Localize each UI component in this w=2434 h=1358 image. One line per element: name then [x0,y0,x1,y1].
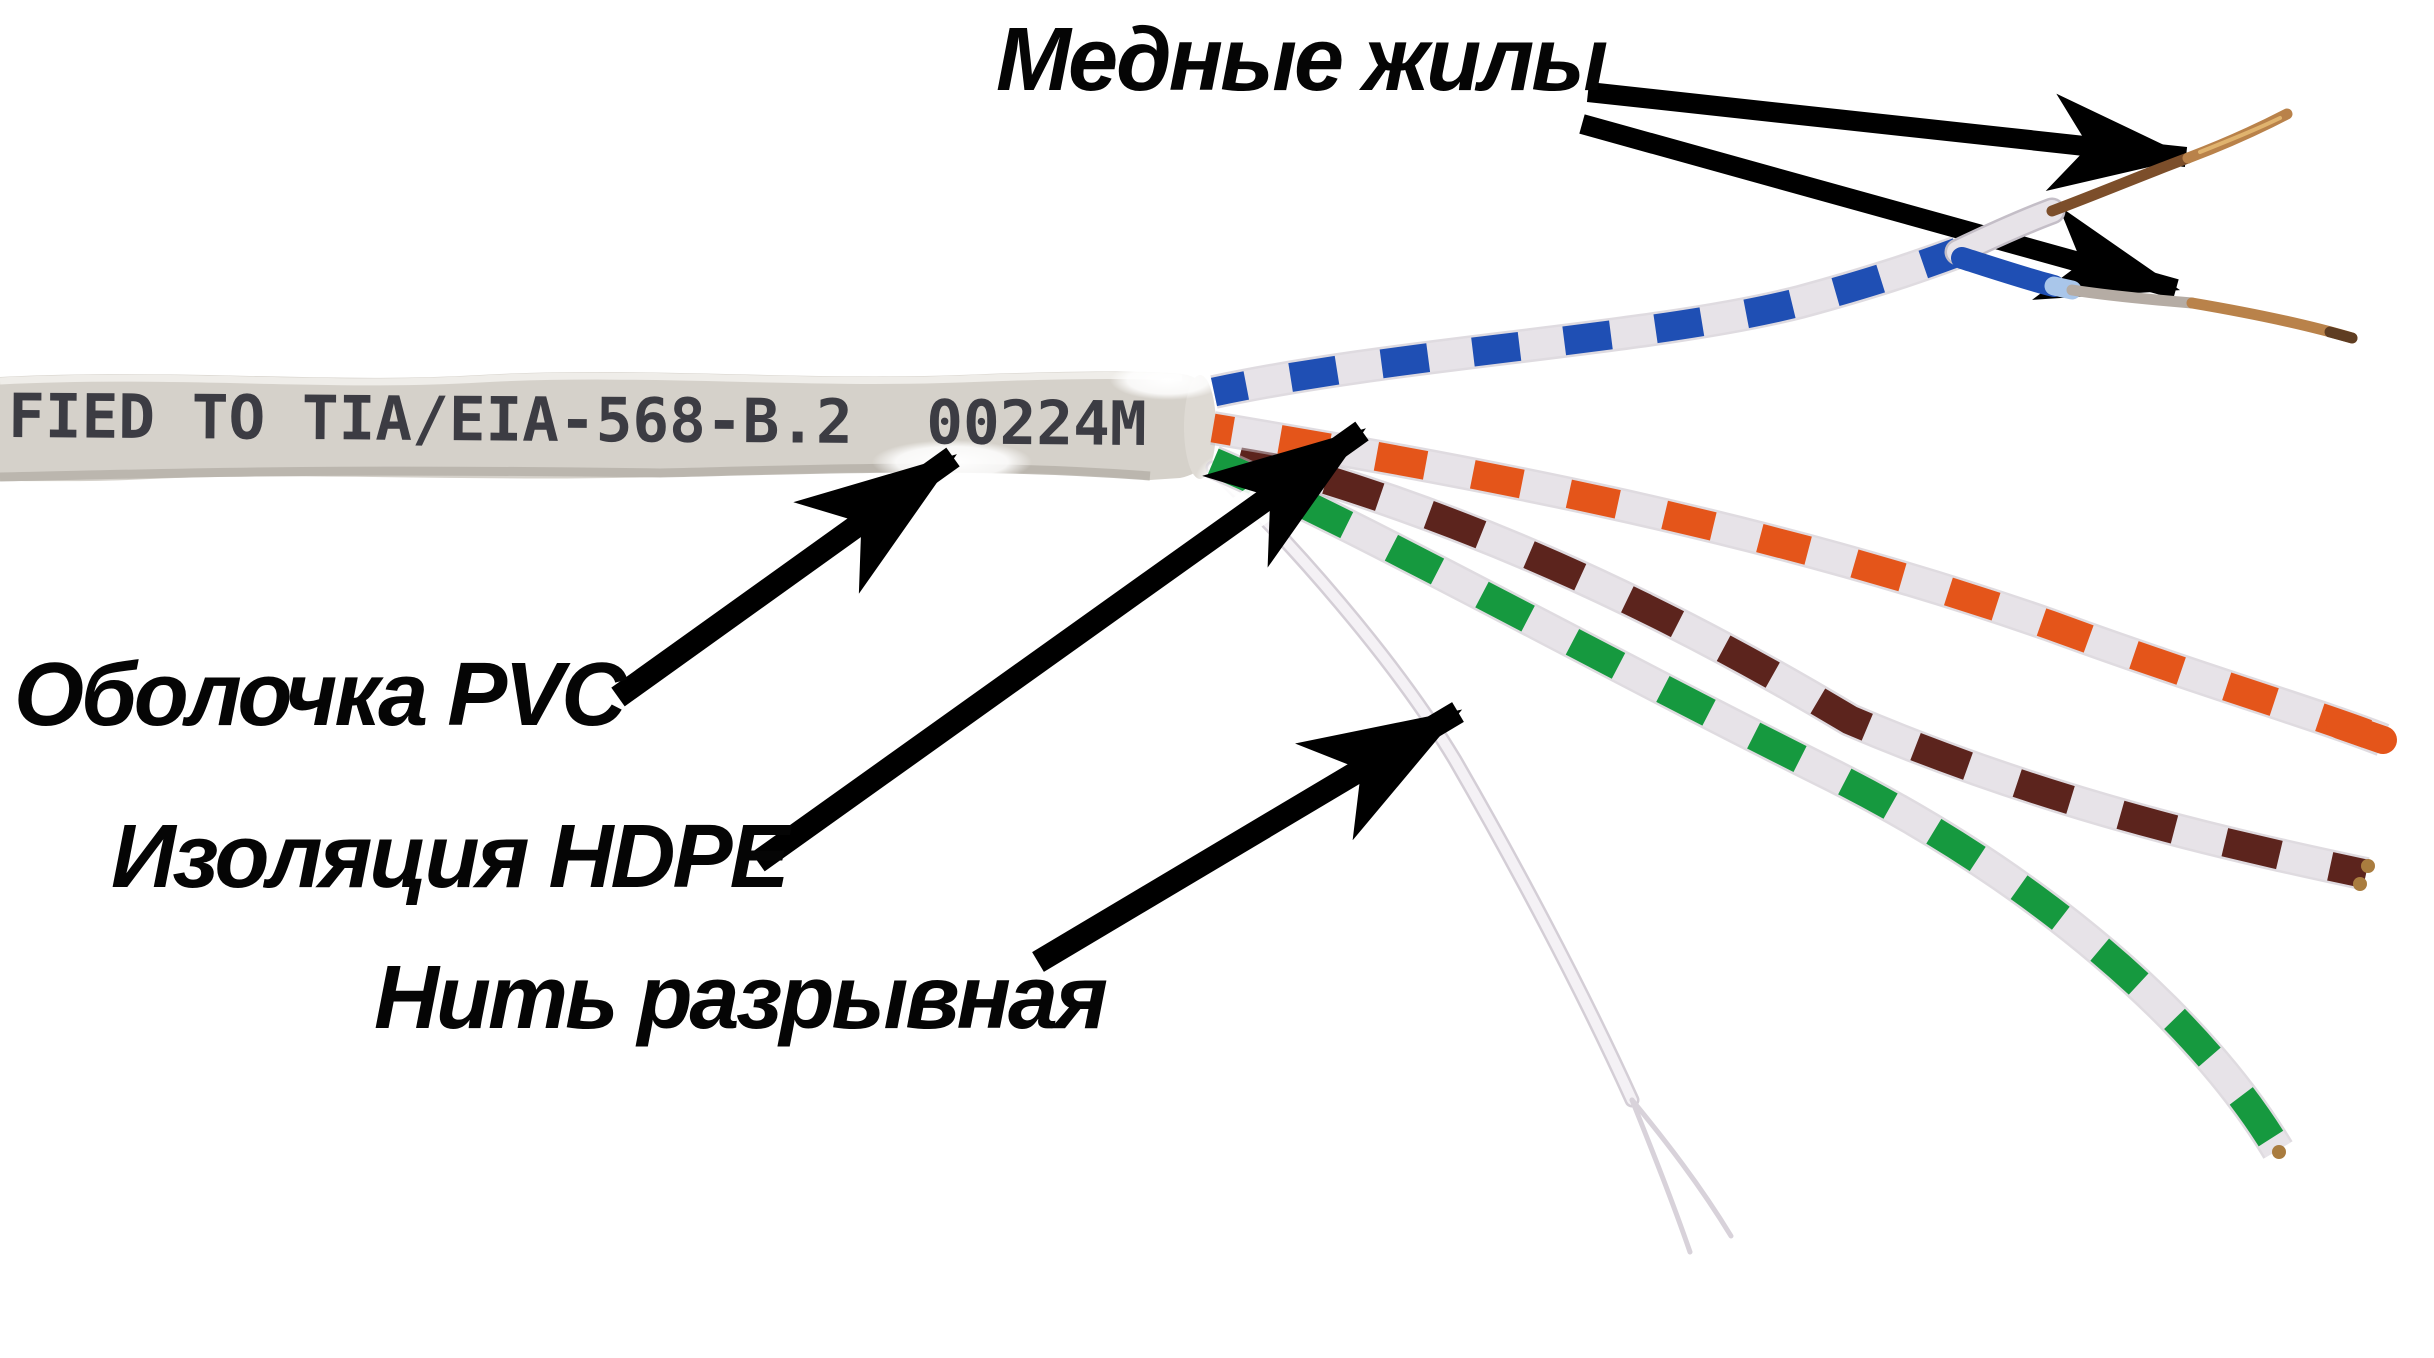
blue-wire-copper-tip-end [2324,326,2358,344]
white-wire-copper-oxidized [2046,152,2194,217]
twisted-pair-brown [1235,438,2375,891]
blue-wire-insulation [1951,247,2065,297]
rip-cord-fray-strand-1 [1629,1097,1693,1255]
orange-pair-cut-end [2326,711,2397,754]
jacket-top-highlight [0,371,1183,386]
green-wire-copper-tip [2272,1145,2286,1159]
copper-annotation-arrows [1579,82,2191,300]
arrow-to-hdpe-insulation [751,421,1369,872]
label-pvc-jacket: Оболочка PVC [14,645,626,745]
label-annotation-arrows [598,421,1464,982]
brown-white-wire-copper-tip [2353,877,2367,891]
brown-wire-copper-tip [2361,859,2375,873]
white-wire-copper-highlight [2198,116,2282,154]
arrow-to-pvc-jacket [611,447,960,707]
pair-green-white-strand [1207,448,2291,1158]
label-rip-cord: Нить разрывная [374,948,1108,1048]
jacket-glare-top [1110,360,1226,400]
twisted-pair-orange [1210,411,2397,756]
cable-marking-text: FIED TO TIA/EIA-568-B.2 00224M [8,381,1147,460]
twisted-pair-blue [1210,236,1964,409]
blue-wire-bare-grey [2066,284,2198,309]
white-wire-insulation [1947,200,2063,263]
pair-orange-color-strand [1210,413,2389,754]
label-hdpe-insulation: Изоляция HDPE [111,807,790,907]
rip-cord-fray-strand-2 [1629,1097,1734,1239]
arrow-to-rip-cord [1032,702,1464,972]
arrow-to-lower-copper-conductor [1579,114,2181,300]
pair-brown-color-strand [1236,440,2370,889]
untwisted-wire-ends [1944,108,2358,344]
arrow-to-upper-copper-conductor [1586,82,2191,192]
twisted-pair-green [1206,446,2293,1159]
cable-jacket: FIED TO TIA/EIA-568-B.2 00224M [0,360,1226,484]
label-copper-conductors: Медные жилы [996,10,1608,110]
pair-blue-color-strand [1210,238,1964,407]
